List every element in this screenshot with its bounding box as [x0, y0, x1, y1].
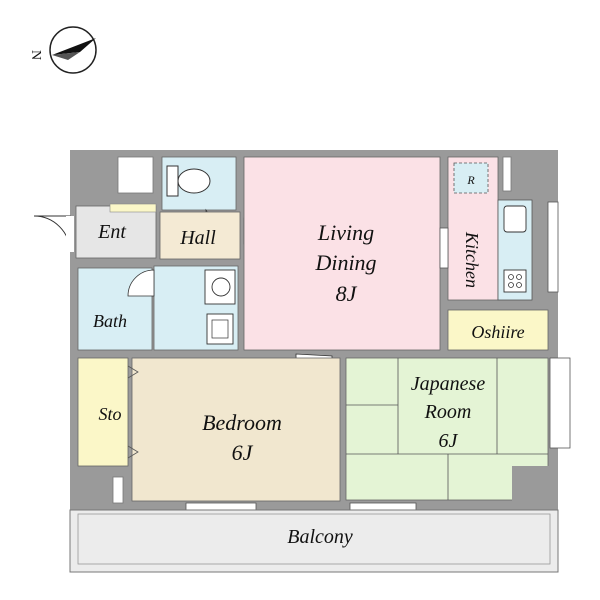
japanese-size-label: 6J [439, 430, 459, 452]
compass: N [28, 26, 97, 74]
sink-icon [503, 205, 527, 233]
oshiire-closet [447, 309, 549, 351]
wall-niche [502, 156, 512, 192]
living-label-line1: Living [317, 220, 374, 245]
compass-needle-tail [52, 52, 80, 60]
windows [185, 201, 571, 511]
storage-closet [77, 357, 129, 467]
bedroom [131, 357, 341, 502]
storage-label: Sto [98, 404, 121, 424]
living-size-label: 8J [336, 281, 358, 306]
wall-niche [117, 156, 154, 194]
hall-label: Hall [179, 227, 216, 249]
stove-icon [503, 269, 527, 293]
japanese-label-line1: Japanese [411, 373, 486, 395]
bedroom-label: Bedroom [202, 410, 282, 435]
entrance-door-opening [66, 216, 74, 252]
bath-door-swing [127, 269, 155, 297]
wall-niche [112, 476, 124, 504]
tatami-lines [346, 358, 548, 500]
toilet-icon [166, 165, 211, 197]
bedroom-size-label: 6J [232, 440, 254, 465]
oshiire-label: Oshiire [471, 322, 524, 342]
entrance-door-swing [33, 215, 71, 253]
compass-needle-icon [52, 38, 96, 55]
kitchen-label: Kitchen [462, 231, 482, 288]
entrance-step [109, 203, 157, 213]
compass-north-label: N [28, 50, 43, 60]
hall-area [159, 211, 241, 260]
living-label-line2: Dining [314, 250, 376, 275]
balcony-label: Balcony [287, 526, 353, 548]
balcony [69, 509, 559, 573]
japanese-label-line2: Room [424, 401, 472, 423]
fridge-label: R [466, 173, 475, 187]
living-dining-room [243, 156, 441, 351]
entrance-label: Ent [97, 221, 126, 243]
japanese-room-cutout [512, 466, 558, 510]
fridge-space [453, 162, 489, 194]
bath-label: Bath [93, 311, 127, 331]
washing-machine-icon [206, 313, 234, 345]
